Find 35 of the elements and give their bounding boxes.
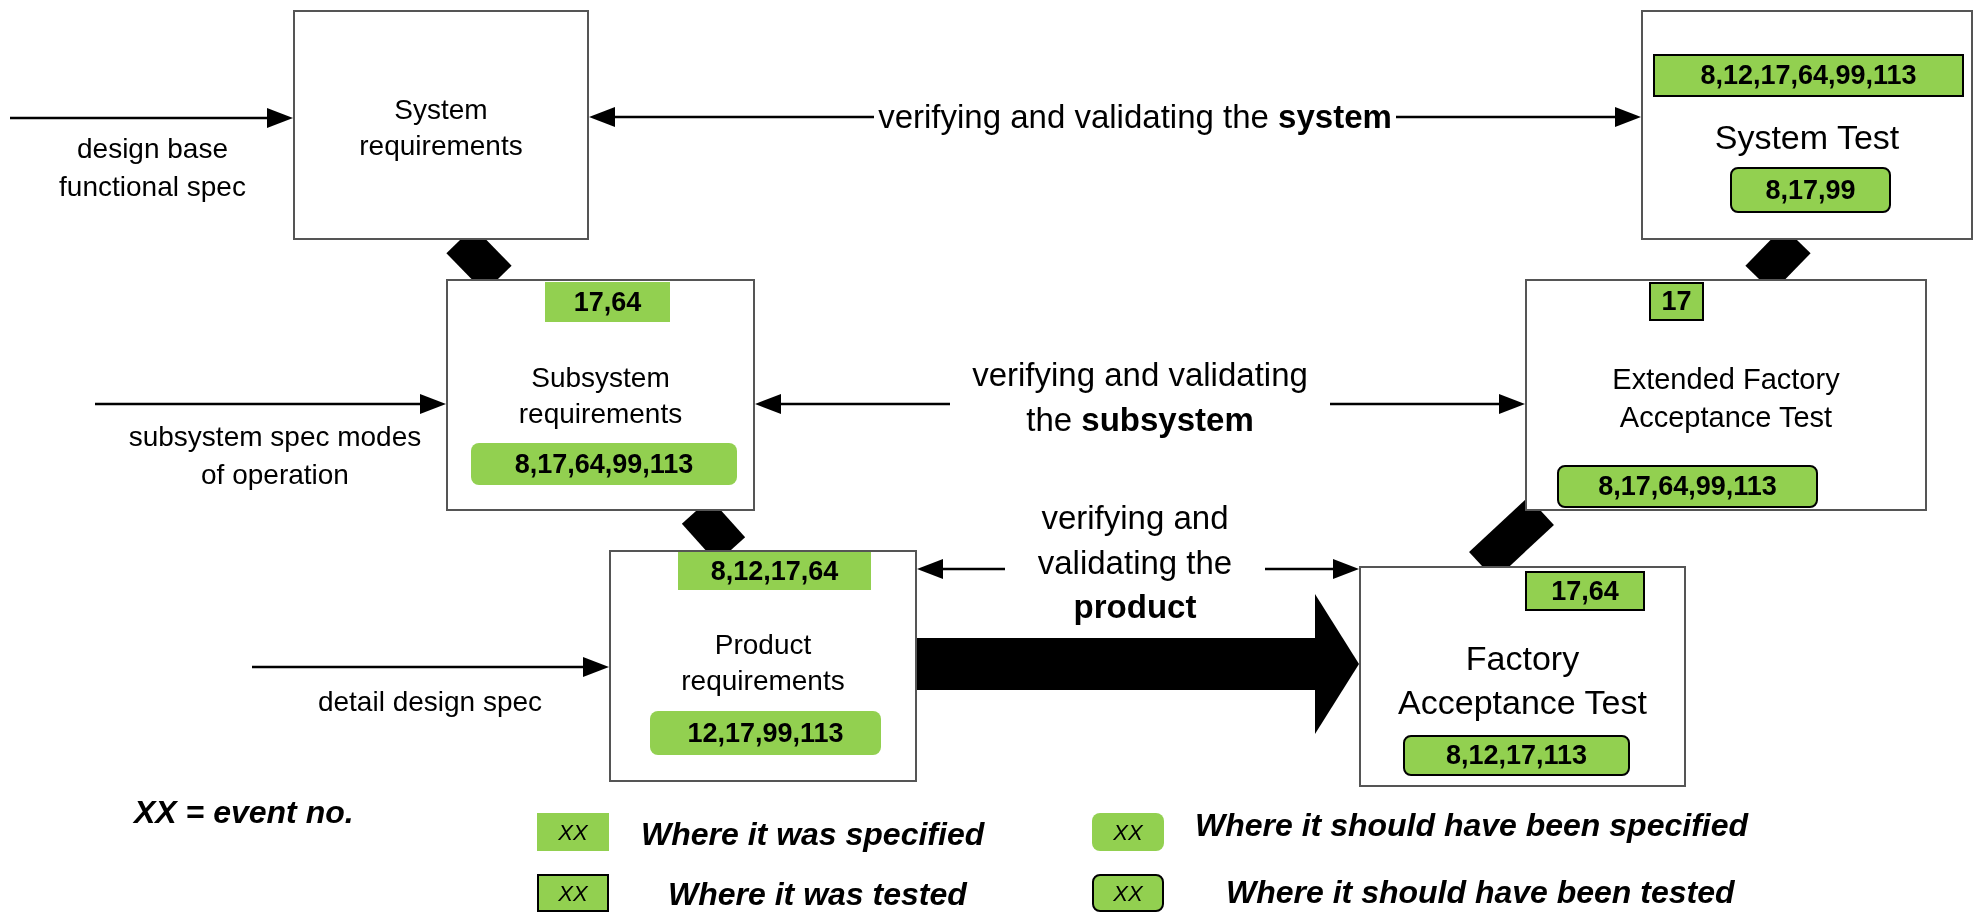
legend-swatch: XX	[1092, 874, 1164, 912]
legend-swatch: XX	[537, 874, 609, 912]
event-number-tag: 17,64	[545, 282, 670, 322]
event-number-tag: 12,17,99,113	[650, 711, 881, 755]
node-label: Product requirements	[680, 627, 846, 698]
legend-note: XX = event no.	[134, 793, 354, 832]
node-label: System requirements	[358, 92, 524, 163]
node-label: System Test	[1714, 116, 1900, 158]
process-box	[1525, 279, 1927, 511]
arrow	[252, 657, 609, 677]
event-number-tag: 8,17,64,99,113	[1557, 465, 1818, 508]
event-number-tag: 8,12,17,113	[1403, 735, 1630, 776]
process-box	[1359, 566, 1686, 787]
event-number-tag: 17,64	[1525, 571, 1645, 611]
event-number-tag: 8,12,17,64	[678, 552, 871, 590]
legend-label: Where it was tested	[668, 875, 967, 914]
legend-swatch: XX	[1092, 813, 1164, 851]
process-box	[609, 550, 917, 782]
event-number-tag: 17	[1649, 282, 1704, 321]
arrow	[95, 394, 446, 414]
thick-arrow	[917, 594, 1359, 734]
arrow	[10, 108, 293, 128]
process-box	[446, 279, 755, 511]
event-number-tag: 8,17,99	[1730, 167, 1891, 213]
legend-label: Where it should have been specified	[1195, 806, 1748, 845]
legend-label: Where it should have been tested	[1226, 873, 1735, 912]
legend-label: Where it was specified	[641, 815, 985, 854]
legend-swatch: XX	[537, 813, 609, 851]
node-label: Extended Factory Acceptance Test	[1611, 362, 1841, 435]
node-label: Factory Acceptance Test	[1397, 637, 1648, 723]
event-number-tag: 8,12,17,64,99,113	[1653, 54, 1964, 97]
process-box	[1641, 10, 1973, 240]
process-box	[293, 10, 589, 240]
node-label: Subsystem requirements	[517, 360, 684, 431]
event-number-tag: 8,17,64,99,113	[471, 443, 737, 485]
